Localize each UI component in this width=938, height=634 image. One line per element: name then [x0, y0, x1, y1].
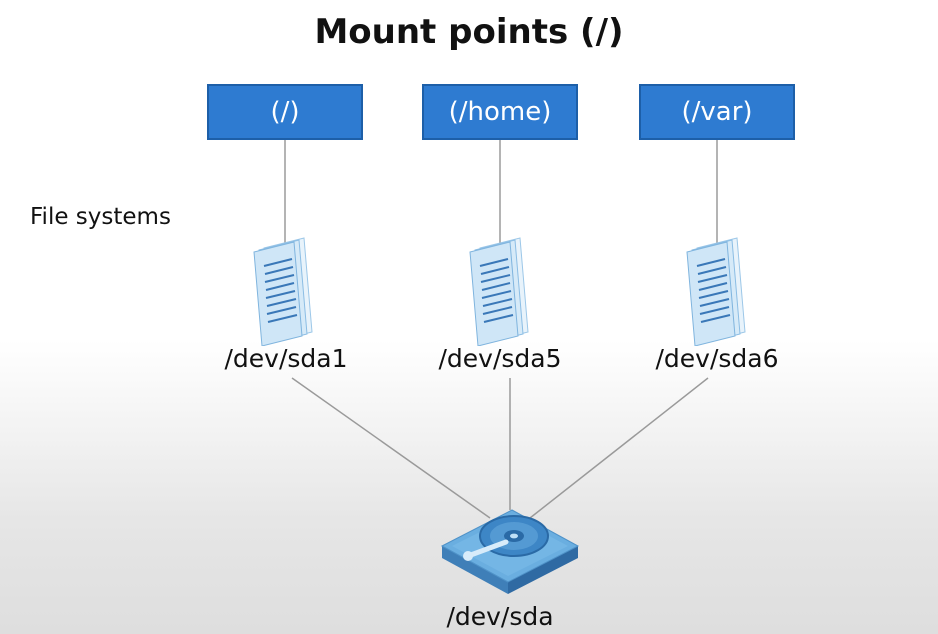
disk-label: /dev/sda	[446, 602, 554, 631]
diagram-title: Mount points (/)	[314, 12, 624, 52]
document-stack-icon	[253, 237, 313, 346]
document-stack-icon	[469, 237, 529, 346]
connector-sda6-disk	[529, 377, 709, 519]
mount-box-root: (/)	[207, 84, 363, 140]
partition-label-sda1: /dev/sda1	[224, 344, 348, 373]
mount-box-home: (/home)	[422, 84, 578, 140]
partition-label-sda6: /dev/sda6	[655, 344, 779, 373]
partition-label-sda5: /dev/sda5	[438, 344, 562, 373]
document-stack-icon	[686, 237, 746, 346]
connector-sda1-disk	[291, 377, 491, 519]
mount-box-var: (/var)	[639, 84, 795, 140]
hard-disk-icon	[440, 509, 580, 594]
file-systems-label: File systems	[30, 204, 171, 230]
